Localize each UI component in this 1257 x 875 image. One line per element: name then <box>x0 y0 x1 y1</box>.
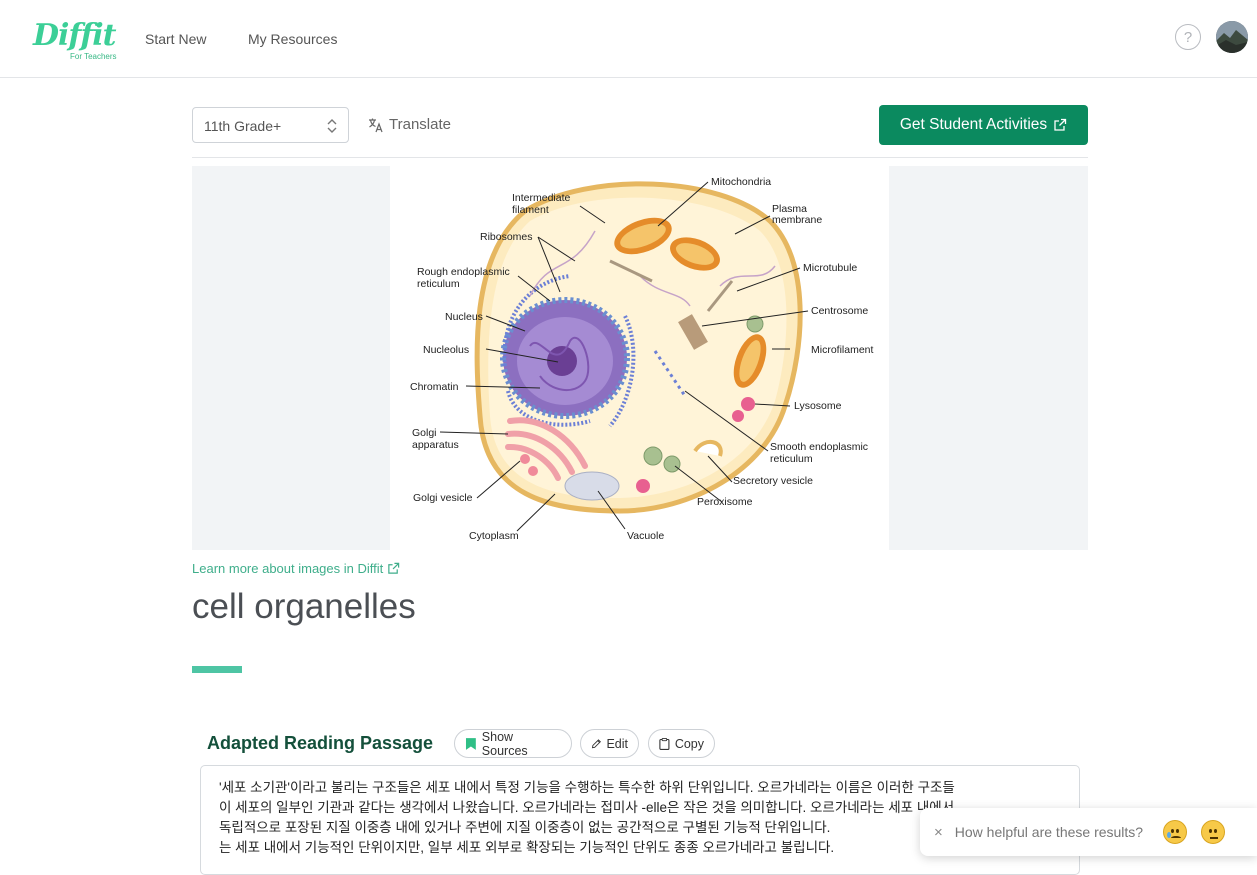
passage-line: 독립적으로 포장된 지질 이중층 내에 있거나 주변에 지질 이중층이 없는 공… <box>219 820 831 835</box>
label-peroxisome: Peroxisome <box>697 496 753 508</box>
bookmark-icon <box>465 737 476 750</box>
logo-subtitle: For Teachers <box>70 52 117 61</box>
label-cytoplasm: Cytoplasm <box>469 530 519 542</box>
diffit-logo[interactable]: Diffit For Teachers <box>33 18 117 62</box>
feedback-question: How helpful are these results? <box>954 824 1144 840</box>
label-secretory-vesicle: Secretory vesicle <box>733 475 813 487</box>
sad-tear-emoji-icon[interactable] <box>1163 820 1188 844</box>
label-plasma-membrane-2: membrane <box>772 214 822 226</box>
vacuole-shape <box>564 471 620 501</box>
label-vacuole: Vacuole <box>627 530 664 542</box>
user-avatar[interactable] <box>1216 21 1248 53</box>
learn-more-label: Learn more about images in Diffit <box>192 561 384 576</box>
get-student-activities-button[interactable]: Get Student Activities <box>879 105 1088 145</box>
label-ribosomes: Ribosomes <box>480 231 533 243</box>
nav-my-resources[interactable]: My Resources <box>248 31 338 47</box>
feedback-widget: × How helpful are these results? <box>920 808 1257 856</box>
external-link-icon <box>388 562 400 574</box>
clipboard-icon <box>659 737 670 750</box>
help-glyph: ? <box>1183 28 1193 46</box>
golgi-shape <box>505 417 588 481</box>
top-navigation-bar: Diffit For Teachers Start New My Resourc… <box>0 0 1257 78</box>
label-microtubule: Microtubule <box>803 262 857 274</box>
translate-button[interactable]: Translate <box>368 116 451 133</box>
label-microfilament: Microfilament <box>811 344 874 356</box>
cell-diagram-frame: Intermediate filament Ribosomes Rough en… <box>390 166 889 550</box>
learn-more-images-link[interactable]: Learn more about images in Diffit <box>192 561 400 576</box>
edit-label: Edit <box>606 736 628 751</box>
label-rough-er-1: Rough endoplasmic <box>417 266 510 278</box>
show-sources-button[interactable]: Show Sources <box>454 729 572 758</box>
close-icon[interactable]: × <box>934 823 943 841</box>
label-lysosome: Lysosome <box>794 400 842 412</box>
label-rough-er-2: reticulum <box>417 278 460 290</box>
label-golgi-vesicle: Golgi vesicle <box>413 492 473 504</box>
title-accent-bar <box>192 666 242 673</box>
label-golgi-apparatus-2: apparatus <box>412 439 459 451</box>
label-centrosome: Centrosome <box>811 305 868 317</box>
help-icon[interactable]: ? <box>1175 24 1201 50</box>
passage-line: 이 세포의 일부인 기관과 같다는 생각에서 나왔습니다. 오르가네라는 접미사… <box>219 800 955 815</box>
translate-label: Translate <box>389 116 451 133</box>
grade-level-value: 11th Grade+ <box>204 118 282 134</box>
show-sources-label: Show Sources <box>481 729 528 758</box>
label-nucleus: Nucleus <box>445 311 483 323</box>
page-title: cell organelles <box>192 587 416 626</box>
external-link-icon <box>1054 118 1067 131</box>
animal-cell-diagram: Intermediate filament Ribosomes Rough en… <box>410 176 874 542</box>
pencil-icon <box>591 738 601 748</box>
label-plasma-membrane-1: Plasma <box>772 203 807 215</box>
edit-button[interactable]: Edit <box>580 729 639 758</box>
logo-wordmark: Diffit <box>33 18 116 53</box>
label-chromatin: Chromatin <box>410 381 459 393</box>
label-golgi-apparatus-1: Golgi <box>412 427 437 439</box>
copy-button[interactable]: Copy <box>648 729 715 758</box>
label-intermediate-filament-1: Intermediate <box>512 192 571 204</box>
label-mitochondria: Mitochondria <box>711 176 771 188</box>
label-smooth-er-2: reticulum <box>770 453 813 465</box>
neutral-face-emoji-icon[interactable] <box>1201 820 1226 844</box>
translate-icon <box>369 118 383 132</box>
avatar-image <box>1216 21 1248 53</box>
passage-line: 는 세포 내에서 기능적인 단위이지만, 일부 세포 외부로 확장되는 기능적인… <box>219 840 835 855</box>
cta-label: Get Student Activities <box>899 116 1048 133</box>
nav-start-new[interactable]: Start New <box>145 31 207 47</box>
grade-level-select[interactable]: 11th Grade+ <box>192 107 349 143</box>
copy-label: Copy <box>674 736 704 751</box>
chevron-up-down-icon <box>327 119 337 133</box>
label-intermediate-filament-2: filament <box>512 204 549 216</box>
image-panel: Intermediate filament Ribosomes Rough en… <box>192 166 1088 550</box>
passage-heading: Adapted Reading Passage <box>207 733 434 753</box>
passage-line: '세포 소기관'이라고 불리는 구조들은 세포 내에서 특정 기능을 수행하는 … <box>219 780 955 795</box>
label-smooth-er-1: Smooth endoplasmic <box>770 441 868 453</box>
label-nucleolus: Nucleolus <box>423 344 469 356</box>
content-toolbar: 11th Grade+ Translate Get Student Activi… <box>192 104 1088 158</box>
